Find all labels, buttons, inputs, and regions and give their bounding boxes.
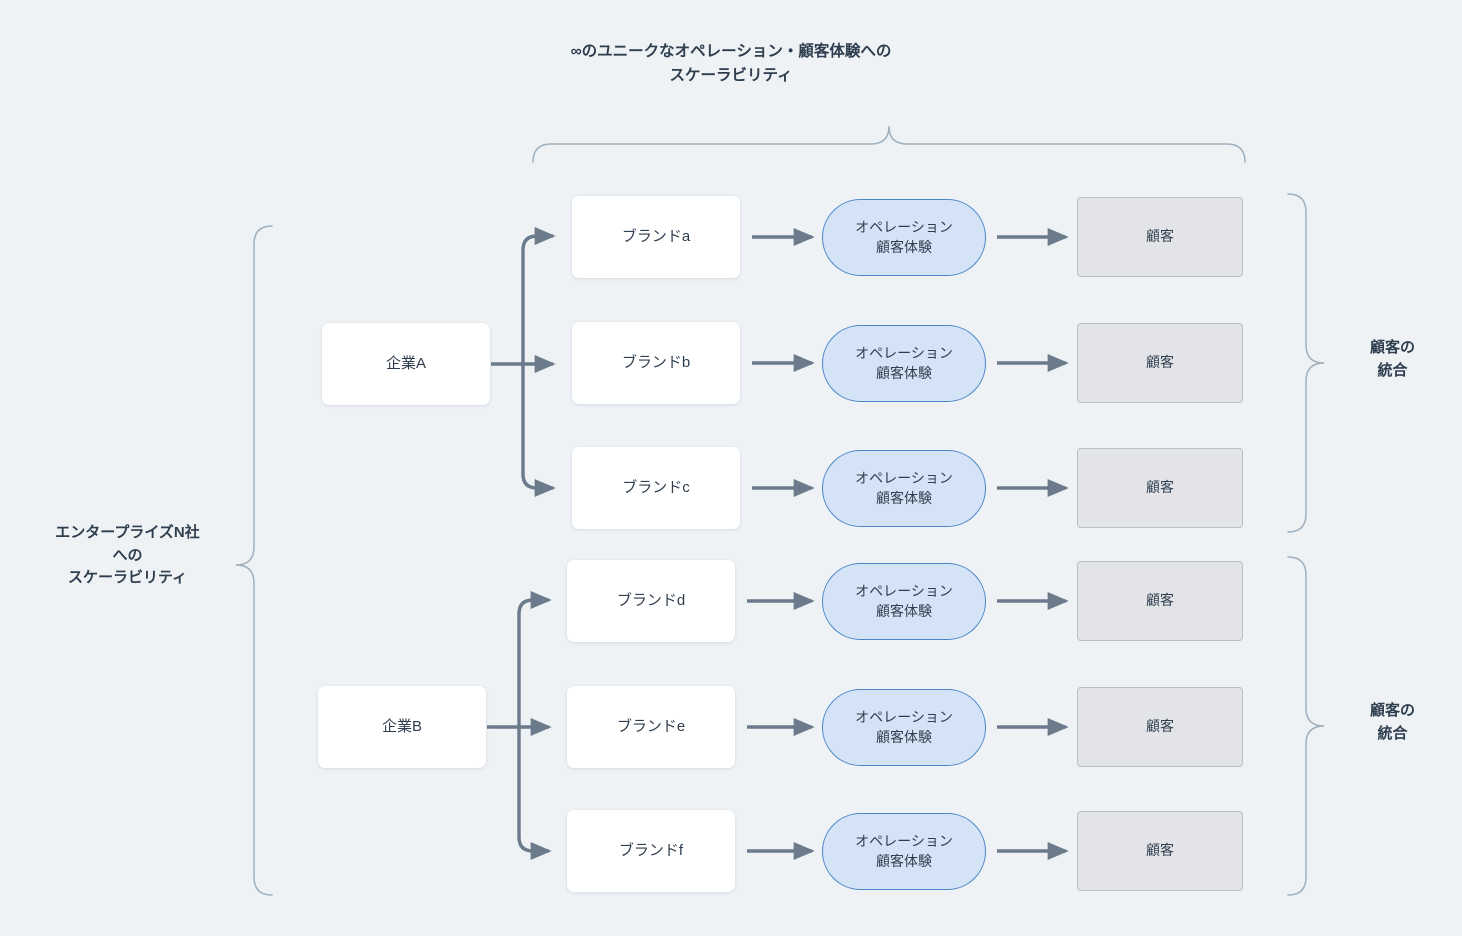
operation-pill-c[interactable]: オペレーション 顧客体験: [822, 450, 986, 527]
brand-box-a[interactable]: ブランドa: [572, 196, 740, 278]
brand-box-f[interactable]: ブランドf: [567, 810, 735, 892]
operation-b-line-2: 顧客体験: [875, 364, 932, 381]
top-brace: [532, 125, 1246, 163]
customer-c-label: 顧客: [1146, 479, 1174, 496]
top-title-line-2: スケーラビリティ: [669, 67, 793, 85]
corp-b-label: 企業B: [381, 717, 422, 735]
customer-f-label: 顧客: [1146, 842, 1174, 859]
operation-f-line-1: オペレーション: [855, 833, 953, 850]
right-label-g1-line-2: 統合: [1377, 361, 1408, 379]
corp-a-branch-connector: [491, 226, 556, 498]
corp-b-branch-connector: [487, 590, 552, 861]
operation-pill-d[interactable]: オペレーション 顧客体験: [822, 563, 986, 640]
left-label-line-1: エンタープライズN社: [55, 524, 200, 541]
right-customer-integration-label-group1: 顧客の 統合: [1330, 337, 1455, 382]
operation-b-line-1: オペレーション: [855, 345, 953, 362]
customer-box-c[interactable]: 顧客: [1077, 448, 1243, 528]
brand-c-label: ブランドc: [622, 478, 690, 496]
customer-box-d[interactable]: 顧客: [1077, 561, 1243, 641]
customer-box-b[interactable]: 顧客: [1077, 323, 1243, 403]
brand-box-b[interactable]: ブランドb: [572, 322, 740, 404]
customer-b-label: 顧客: [1146, 354, 1174, 371]
operation-a-line-2: 顧客体験: [875, 238, 932, 255]
operation-pill-f[interactable]: オペレーション 顧客体験: [822, 813, 986, 890]
brand-e-label: ブランドe: [616, 717, 686, 735]
operation-c-line-1: オペレーション: [855, 470, 953, 487]
brand-b-label: ブランドb: [621, 353, 691, 371]
operation-pill-b[interactable]: オペレーション 顧客体験: [822, 325, 986, 402]
customer-box-a[interactable]: 顧客: [1077, 197, 1243, 277]
top-title-line-1: ∞のユニークなオペレーション・顧客体験への: [570, 43, 892, 60]
brand-box-e[interactable]: ブランドe: [567, 686, 735, 768]
operation-e-line-2: 顧客体験: [875, 728, 932, 745]
operation-f-line-2: 顧客体験: [875, 852, 932, 869]
operation-d-line-1: オペレーション: [855, 583, 953, 600]
left-label-line-3: スケーラビリティ: [67, 569, 188, 586]
left-brace: [235, 225, 273, 896]
customer-box-e[interactable]: 顧客: [1077, 687, 1243, 767]
brand-f-label: ブランドf: [618, 841, 684, 859]
brand-box-d[interactable]: ブランドd: [567, 560, 735, 642]
operation-e-line-1: オペレーション: [855, 709, 953, 726]
right-brace-group-1: [1287, 193, 1325, 533]
right-customer-integration-label-group2: 顧客の 統合: [1330, 700, 1455, 745]
corp-a-label: 企業A: [385, 354, 426, 372]
customer-box-f[interactable]: 顧客: [1077, 811, 1243, 891]
operation-pill-e[interactable]: オペレーション 顧客体験: [822, 689, 986, 766]
customer-d-label: 顧客: [1146, 592, 1174, 609]
corp-box-a[interactable]: 企業A: [322, 323, 490, 405]
operation-a-line-1: オペレーション: [855, 219, 953, 236]
brand-a-label: ブランドa: [621, 227, 691, 245]
customer-a-label: 顧客: [1146, 228, 1174, 245]
left-scalability-label: エンタープライズN社 への スケーラビリティ: [20, 522, 235, 590]
corp-box-b[interactable]: 企業B: [318, 686, 486, 768]
right-label-g2-line-1: 顧客の: [1369, 702, 1415, 719]
right-label-g2-line-2: 統合: [1377, 724, 1408, 742]
operation-d-line-2: 顧客体験: [875, 602, 932, 619]
right-label-g1-line-1: 顧客の: [1369, 339, 1415, 356]
right-brace-group-2: [1287, 556, 1325, 896]
operation-pill-a[interactable]: オペレーション 顧客体験: [822, 199, 986, 276]
diagram-top-title: ∞のユニークなオペレーション・顧客体験への スケーラビリティ: [0, 40, 1462, 88]
operation-c-line-2: 顧客体験: [875, 489, 932, 506]
brand-d-label: ブランドd: [616, 591, 686, 609]
customer-e-label: 顧客: [1146, 718, 1174, 735]
brand-box-c[interactable]: ブランドc: [572, 447, 740, 529]
left-label-line-2: への: [112, 546, 143, 564]
